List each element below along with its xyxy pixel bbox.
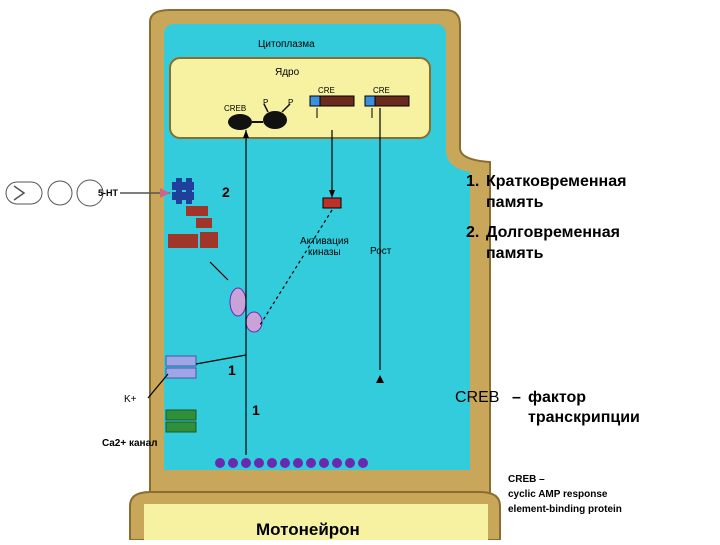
creb-complex-icon — [228, 103, 291, 130]
step-2-label: 2 — [222, 184, 230, 200]
potassium-label: K+ — [124, 394, 137, 405]
pka-arrowhead — [329, 190, 335, 198]
legend-item-1-number: 1. — [466, 173, 480, 190]
cre-gene-2 — [364, 95, 410, 107]
cytoplasm-label: Цитоплазма — [258, 39, 315, 50]
step-1a-label: 1 — [228, 362, 236, 378]
serotonin-label: 5-HT — [98, 188, 118, 198]
creb-nucleus-label: CREB — [224, 104, 247, 113]
legend-item-2-line-1: Долговременная — [486, 224, 620, 241]
phosphate-2-label: P — [288, 98, 294, 107]
kinase-activation-label-1: Активация — [300, 236, 349, 247]
legend-item-1-line-1: Кратковременная — [486, 173, 627, 190]
creb-english-line-2: cyclic AMP response — [508, 489, 608, 500]
legend-item-1-line-2: память — [486, 194, 544, 211]
synaptic-vesicles — [215, 458, 368, 468]
receptor-icon — [172, 178, 194, 204]
calcium-channel-icon — [165, 409, 197, 433]
creb-definition-line-2: транскрипции — [528, 409, 640, 426]
cre-gene-1-label: CRE — [318, 86, 335, 95]
pathway-arrows — [147, 108, 381, 455]
kinase-activation-label-2: киназы — [308, 247, 341, 258]
nucleus-arrowhead — [243, 130, 249, 138]
motoneuron-interior — [144, 504, 488, 540]
legend-item-2-line-2: память — [486, 245, 544, 262]
step-1b-label: 1 — [252, 402, 260, 418]
growth-label: Рост — [370, 246, 392, 257]
kinase-protein-icon — [168, 206, 218, 248]
creb-english-line-1: CREB – — [508, 474, 545, 485]
phosphate-1-label: P — [263, 98, 269, 107]
motoneuron-label: Мотонейрон — [256, 520, 360, 539]
creb-definition-line-1: фактор — [528, 389, 587, 406]
legend-item-2-number: 2. — [466, 224, 480, 241]
potassium-channel-icon — [165, 355, 197, 379]
cre-gene-2-label: CRE — [373, 86, 390, 95]
creb-term: CREB — [455, 389, 500, 406]
nucleus-label: Ядро — [275, 67, 300, 78]
calcium-channel-label: Ca2+ канал — [102, 438, 158, 449]
cre-gene-1 — [309, 95, 355, 107]
creb-english-line-3: element-binding protein — [508, 504, 622, 515]
pka-box — [322, 197, 342, 209]
growth-arrowhead — [376, 375, 384, 383]
creb-dash: – — [512, 389, 521, 406]
serotonin-pathway-icon — [5, 179, 170, 207]
